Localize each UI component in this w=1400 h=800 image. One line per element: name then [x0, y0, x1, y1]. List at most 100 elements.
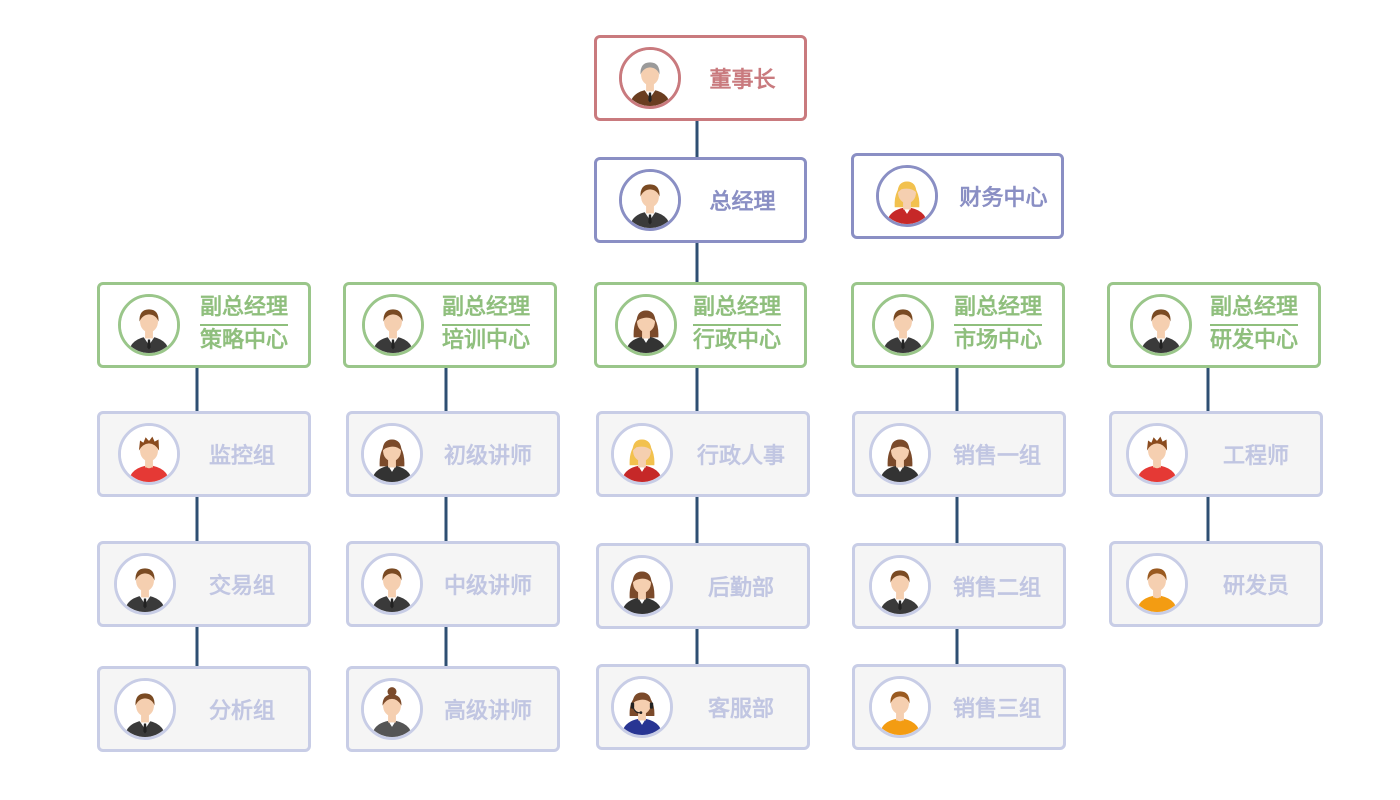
unit-node[interactable]: 初级讲师: [346, 411, 560, 497]
unit-avatar: [361, 678, 423, 740]
unit-node[interactable]: 工程师: [1109, 411, 1323, 497]
unit-label: 后勤部: [707, 576, 774, 601]
unit-avatar: [611, 555, 673, 617]
division-label: 副总经理 策略中心: [200, 294, 289, 355]
headset-operator-icon: [614, 679, 670, 735]
unit-node[interactable]: 研发员: [1109, 541, 1323, 627]
division-title: 副总经理: [954, 294, 1043, 326]
chairman-node[interactable]: 董事长: [594, 35, 807, 121]
unit-node[interactable]: 行政人事: [596, 411, 810, 497]
division-label: 副总经理 研发中心: [1210, 294, 1299, 355]
division-title: 副总经理: [442, 294, 531, 326]
unit-node[interactable]: 后勤部: [596, 543, 810, 629]
unit-avatar: [611, 676, 673, 738]
division-label: 副总经理 行政中心: [693, 294, 782, 355]
division-title: 副总经理: [1210, 294, 1299, 326]
unit-avatar: [118, 423, 180, 485]
division-node-admin[interactable]: 副总经理 行政中心: [594, 282, 807, 368]
unit-node[interactable]: 中级讲师: [346, 541, 560, 627]
chairman-label: 董事长: [709, 68, 776, 93]
spiky-hair-red-shirt-icon: [1129, 426, 1185, 482]
businessman-icon: [875, 297, 931, 353]
businessman-icon: [117, 556, 173, 612]
unit-label: 交易组: [208, 574, 275, 599]
division-avatar: [872, 294, 934, 356]
division-subtitle: 培训中心: [442, 328, 531, 353]
unit-avatar: [869, 676, 931, 738]
division-label: 副总经理 培训中心: [442, 294, 531, 355]
unit-node[interactable]: 分析组: [97, 666, 311, 752]
unit-avatar: [869, 555, 931, 617]
unit-label: 初级讲师: [443, 444, 532, 469]
division-title: 副总经理: [693, 294, 782, 326]
unit-avatar: [361, 423, 423, 485]
grey-hair-man-icon: [622, 50, 678, 106]
unit-node[interactable]: 高级讲师: [346, 666, 560, 752]
unit-label: 研发员: [1222, 574, 1289, 599]
brunette-woman-icon: [872, 426, 928, 482]
finance-avatar: [876, 165, 938, 227]
unit-avatar: [1126, 423, 1188, 485]
unit-avatar: [869, 423, 931, 485]
businessman-icon: [1133, 297, 1189, 353]
unit-node[interactable]: 销售一组: [852, 411, 1066, 497]
unit-node[interactable]: 监控组: [97, 411, 311, 497]
unit-label: 中级讲师: [443, 574, 532, 599]
unit-avatar: [1126, 553, 1188, 615]
brunette-woman-icon: [364, 426, 420, 482]
unit-label: 高级讲师: [443, 699, 532, 724]
brunette-woman-icon: [614, 558, 670, 614]
blonde-woman-icon: [879, 168, 935, 224]
brunette-woman-icon: [618, 297, 674, 353]
unit-label: 销售一组: [952, 444, 1041, 469]
division-title: 副总经理: [200, 294, 289, 326]
unit-label: 工程师: [1222, 444, 1289, 469]
unit-avatar: [611, 423, 673, 485]
businessman-icon: [365, 297, 421, 353]
unit-avatar: [114, 678, 176, 740]
unit-label: 分析组: [208, 699, 275, 724]
unit-node[interactable]: 客服部: [596, 664, 810, 750]
finance-node[interactable]: 财务中心: [851, 153, 1064, 239]
unit-node[interactable]: 销售三组: [852, 664, 1066, 750]
blonde-woman-icon: [614, 426, 670, 482]
division-avatar: [615, 294, 677, 356]
unit-label: 销售二组: [952, 576, 1041, 601]
businessman-icon: [872, 558, 928, 614]
unit-avatar: [114, 553, 176, 615]
orange-shirt-man-icon: [872, 679, 928, 735]
division-node-training[interactable]: 副总经理 培训中心: [343, 282, 557, 368]
spiky-hair-red-shirt-icon: [121, 426, 177, 482]
businessman-icon: [622, 172, 678, 228]
division-avatar: [1130, 294, 1192, 356]
division-subtitle: 研发中心: [1210, 328, 1299, 353]
ceo-node[interactable]: 总经理: [594, 157, 807, 243]
division-subtitle: 市场中心: [954, 328, 1043, 353]
unit-label: 销售三组: [952, 697, 1041, 722]
unit-node[interactable]: 交易组: [97, 541, 311, 627]
finance-label: 财务中心: [959, 186, 1048, 211]
ceo-avatar: [619, 169, 681, 231]
orange-shirt-man-icon: [1129, 556, 1185, 612]
businessman-icon: [121, 297, 177, 353]
division-node-rd[interactable]: 副总经理 研发中心: [1107, 282, 1321, 368]
bun-hair-woman-icon: [364, 681, 420, 737]
unit-avatar: [361, 553, 423, 615]
businessman-icon: [117, 681, 173, 737]
ceo-label: 总经理: [709, 190, 776, 215]
division-subtitle: 策略中心: [200, 328, 289, 353]
unit-label: 行政人事: [696, 444, 785, 469]
division-label: 副总经理 市场中心: [954, 294, 1043, 355]
division-avatar: [362, 294, 424, 356]
businessman-icon: [364, 556, 420, 612]
chairman-avatar: [619, 47, 681, 109]
division-subtitle: 行政中心: [693, 328, 782, 353]
unit-label: 客服部: [707, 697, 774, 722]
division-node-strategy[interactable]: 副总经理 策略中心: [97, 282, 311, 368]
division-avatar: [118, 294, 180, 356]
unit-node[interactable]: 销售二组: [852, 543, 1066, 629]
division-node-market[interactable]: 副总经理 市场中心: [851, 282, 1065, 368]
unit-label: 监控组: [208, 444, 275, 469]
